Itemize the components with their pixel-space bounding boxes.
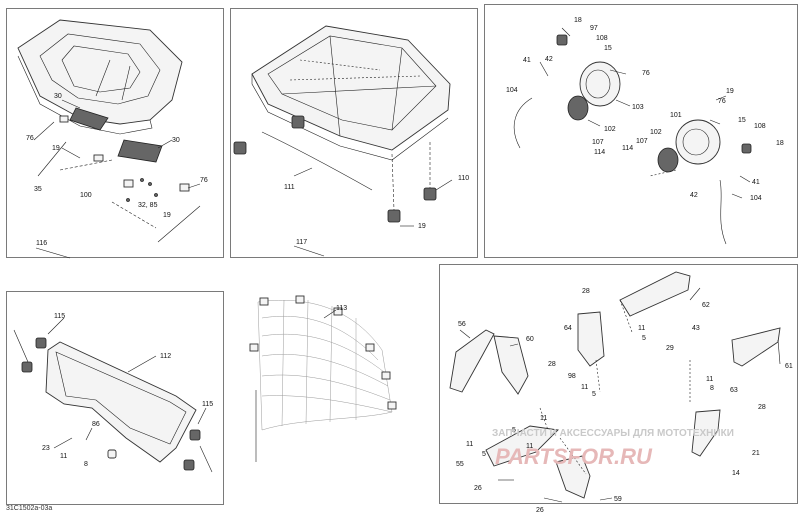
label-p2-19: 19 — [418, 223, 426, 230]
label-p6-26: 26 — [474, 485, 482, 492]
label-p3-101: 101 — [670, 112, 682, 119]
label-p3-15: 15 — [604, 45, 612, 52]
label-p6-63: 63 — [730, 387, 738, 394]
label-p3-108b: 108 — [754, 123, 766, 130]
label-p1-100: 100 — [80, 192, 92, 199]
label-p6-26b: 26 — [536, 507, 544, 514]
label-p6-43: 43 — [692, 325, 700, 332]
label-p1-116: 116 — [36, 240, 47, 247]
roof-parts — [233, 115, 453, 257]
net-drawing — [249, 295, 397, 462]
label-p6-11b: 11 — [581, 384, 588, 391]
seat-cover-parts — [37, 107, 201, 243]
label-p3-108: 108 — [596, 35, 608, 42]
label-p3-104b: 104 — [750, 195, 762, 202]
label-p6-28c: 28 — [758, 404, 766, 411]
label-p6-11c: 11 — [706, 376, 713, 383]
label-p3-114b: 114 — [622, 145, 633, 152]
label-p4-23: 23 — [42, 445, 50, 452]
label-p6-29: 29 — [666, 345, 674, 352]
label-p3-41: 41 — [523, 57, 531, 64]
label-p6-11e: 11 — [466, 441, 473, 448]
label-p1-76: 76 — [26, 135, 34, 142]
label-p4-115: 115 — [54, 313, 65, 320]
label-p1-32-85: 32, 85 — [138, 202, 158, 209]
label-p6-61: 61 — [785, 363, 793, 370]
audio-drawing — [513, 27, 752, 245]
label-p2-117: 117 — [296, 239, 307, 246]
label-p3-97: 97 — [590, 25, 598, 32]
label-p1-30b: 30 — [172, 137, 180, 144]
label-p6-62: 62 — [702, 302, 710, 309]
label-p3-114: 114 — [594, 149, 605, 156]
label-p3-41b: 41 — [752, 179, 760, 186]
label-p6-98: 98 — [568, 373, 576, 380]
label-p6-11: 11 — [638, 325, 645, 332]
label-p1-30a: 30 — [54, 93, 62, 100]
label-p2-111: 111 — [284, 184, 295, 191]
label-p3-76: 76 — [642, 70, 650, 77]
fenders-drawing — [449, 271, 781, 503]
seat-cover-leaders — [33, 99, 201, 259]
label-p2-110: 110 — [458, 175, 469, 182]
label-p6-28: 28 — [582, 288, 590, 295]
label-p3-42: 42 — [545, 56, 553, 63]
label-p4-11: 11 — [60, 453, 67, 460]
label-p3-103: 103 — [632, 104, 644, 111]
label-p6-5: 5 — [642, 335, 646, 342]
label-p6-11d: 11 — [540, 415, 547, 422]
label-p3-18: 18 — [574, 17, 582, 24]
label-p6-56: 56 — [458, 321, 466, 328]
label-p4-112: 112 — [160, 353, 171, 360]
watermark-text: ЗАПЧАСТИ И АКСЕССУАРЫ ДЛЯ МОТОТЕХНИКИ — [492, 428, 734, 439]
label-p6-5b: 5 — [592, 391, 596, 398]
label-p1-19: 19 — [52, 145, 60, 152]
label-p6-14: 14 — [732, 470, 740, 477]
label-p3-19: 19 — [726, 88, 734, 95]
label-p6-28b: 28 — [548, 361, 556, 368]
label-p6-55: 55 — [456, 461, 464, 468]
windshield-drawing — [13, 317, 213, 473]
label-p3-15b: 15 — [738, 117, 746, 124]
label-p5-113: 113 — [336, 305, 347, 312]
label-p3-76b: 76 — [718, 98, 726, 105]
label-p6-11f: 11 — [526, 443, 533, 450]
label-p6-5d: 5 — [482, 451, 486, 458]
label-p6-59: 59 — [614, 496, 622, 503]
label-p6-5c: 5 — [512, 427, 516, 434]
watermark-logo: PARTSFOR.RU — [495, 444, 653, 469]
label-p3-102: 102 — [604, 126, 616, 133]
label-p6-8: 8 — [710, 385, 714, 392]
label-p1-19b: 19 — [163, 212, 171, 219]
label-p3-102b: 102 — [650, 129, 662, 136]
label-p4-8: 8 — [84, 461, 88, 468]
label-p3-107b: 107 — [636, 138, 648, 145]
label-p3-42b: 42 — [690, 192, 698, 199]
label-p3-107: 107 — [592, 139, 604, 146]
seat-cover-drawing — [17, 19, 183, 135]
roof-drawing — [251, 25, 451, 161]
label-p3-104: 104 — [506, 87, 518, 94]
label-p6-60: 60 — [526, 336, 534, 343]
panel-audio — [484, 4, 798, 258]
label-p6-64: 64 — [564, 325, 572, 332]
label-p1-76b: 76 — [200, 177, 208, 184]
diagram-code: 31C1502a-03a — [6, 505, 53, 512]
label-p4-115b: 115 — [202, 401, 213, 408]
label-p3-18b: 18 — [776, 140, 784, 147]
label-p1-35: 35 — [34, 186, 42, 193]
label-p6-21: 21 — [752, 450, 760, 457]
label-p4-86: 86 — [92, 421, 100, 428]
